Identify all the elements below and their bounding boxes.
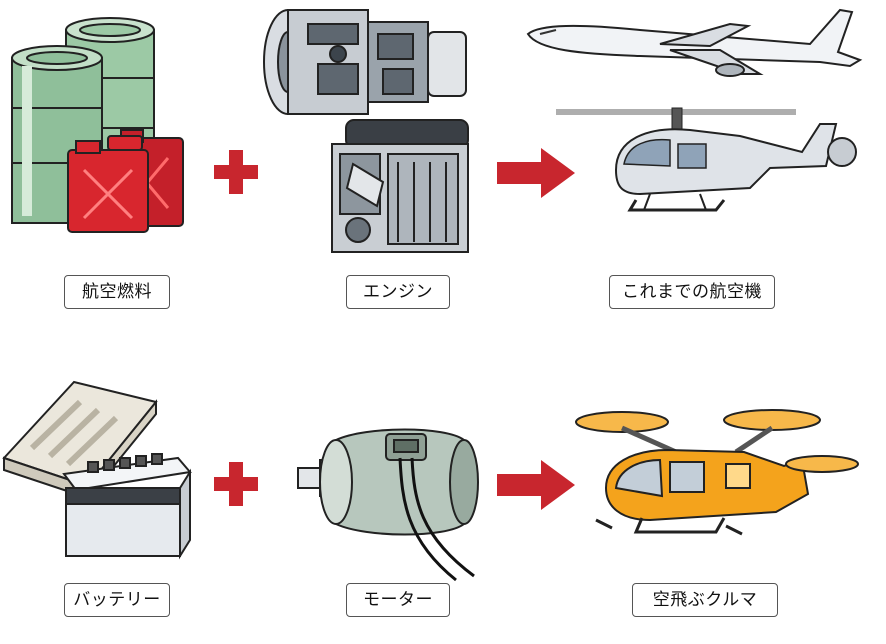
flying-car-label: 空飛ぶクルマ — [632, 583, 778, 617]
flying-car-illustration — [575, 409, 859, 536]
plus-sign-icon — [214, 150, 258, 194]
engine-label: エンジン — [346, 275, 450, 309]
fuel-drums-illustration — [11, 17, 184, 233]
plus-sign-icon — [214, 462, 258, 506]
batteries-illustration — [2, 380, 192, 560]
engines-illustration — [263, 9, 469, 253]
motor-label: モーター — [346, 583, 450, 617]
electric-motor-illustration — [297, 428, 479, 582]
result-arrow-icon — [497, 460, 575, 510]
result-arrow-icon — [497, 148, 575, 198]
aviation-fuel-label: 航空燃料 — [64, 275, 170, 309]
battery-label: バッテリー — [64, 583, 170, 617]
conventional-aircraft-label: これまでの航空機 — [609, 275, 775, 309]
conventional-aircraft-illustration — [526, 8, 863, 212]
